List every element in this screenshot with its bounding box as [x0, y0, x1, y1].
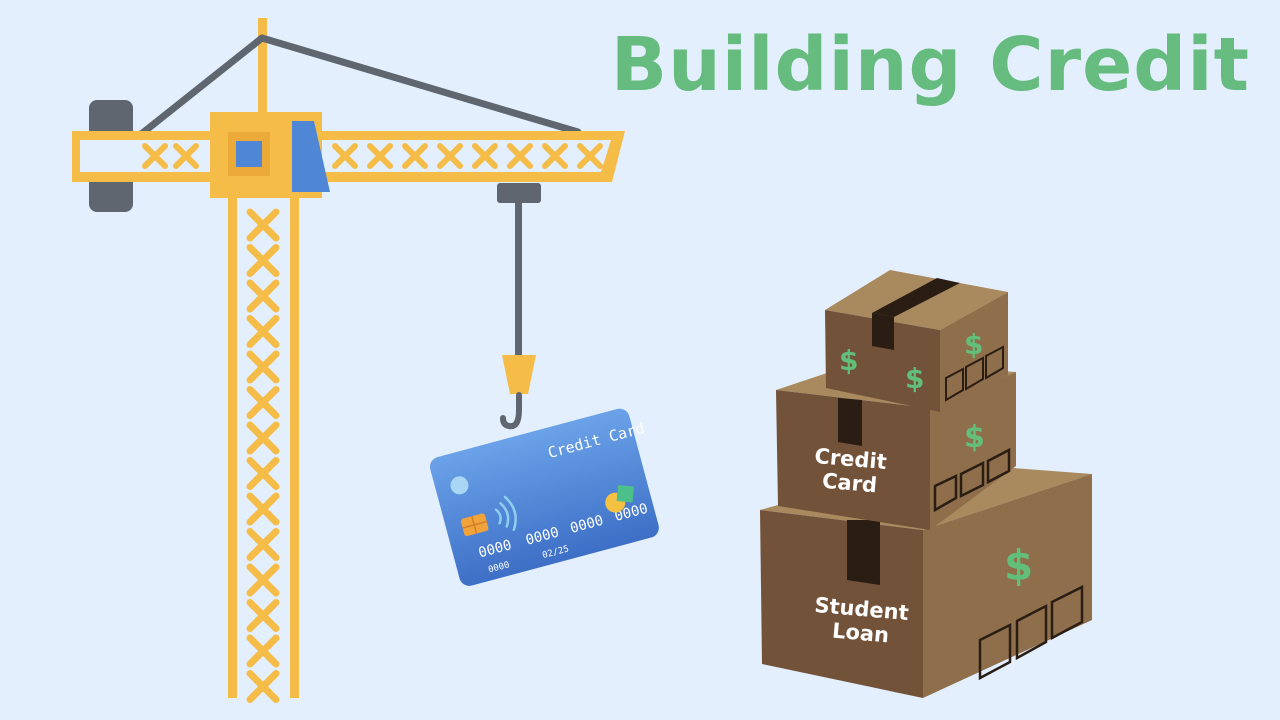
tower-brace — [246, 421, 280, 455]
crane-cable-left — [136, 34, 266, 139]
credit-card: Credit Card 0000 0000 0000 0000 0000 02/… — [429, 408, 659, 586]
tower-brace — [246, 599, 280, 632]
dollar-sign: $ — [964, 420, 985, 455]
jib-brace — [472, 143, 498, 169]
tower-brace — [246, 279, 280, 313]
crane-jib — [72, 131, 625, 182]
chip-icon — [460, 513, 489, 537]
tower-brace — [246, 528, 280, 561]
tower-brace — [246, 670, 280, 703]
jib-brace — [542, 143, 568, 169]
jib-brace — [402, 143, 428, 169]
box-handle-marks — [978, 584, 1084, 681]
box-tape — [872, 313, 894, 350]
box-label-line2: Card — [821, 469, 878, 498]
dollar-sign: $ — [905, 362, 924, 395]
page-title: Building Credit — [610, 22, 1250, 108]
tower-brace — [246, 244, 280, 277]
jib-brace — [507, 143, 533, 169]
box-tape — [872, 278, 960, 317]
tower-brace — [246, 457, 280, 490]
card-body — [429, 408, 659, 586]
box-tape — [847, 520, 880, 585]
box-handle-marks — [933, 447, 1011, 513]
tower-brace — [246, 386, 280, 419]
tower-brace — [246, 492, 280, 526]
jib-brace — [577, 143, 603, 169]
dollar-sign: $ — [1004, 541, 1033, 590]
jib-brace — [142, 143, 168, 169]
jib-brace — [332, 143, 358, 169]
dollar-sign: $ — [964, 328, 983, 361]
crane-cab — [210, 112, 330, 198]
jib-brace — [437, 143, 463, 169]
tower-brace — [246, 208, 280, 242]
box-tape — [838, 398, 862, 446]
tower-brace — [246, 350, 280, 384]
crane-hook — [497, 183, 541, 430]
card-dot-icon — [450, 476, 469, 495]
crane-mast-pole — [258, 18, 267, 118]
jib-brace — [367, 143, 393, 169]
crane-cable-right — [258, 34, 582, 136]
box-handle-marks — [945, 345, 1004, 402]
crane-tower — [228, 195, 299, 703]
dollar-sign: $ — [839, 344, 858, 377]
box-top: $ $ $ — [825, 270, 1008, 412]
crane — [72, 18, 625, 703]
tower-brace — [246, 315, 280, 348]
contactless-icon — [494, 495, 517, 532]
card-brand-icon — [605, 485, 634, 513]
jib-brace — [173, 143, 199, 169]
tower-brace — [246, 634, 280, 668]
box-stack: Student Loan $ Credit Card $ — [760, 270, 1092, 698]
tower-brace — [246, 563, 280, 597]
box-label-line2: Loan — [831, 619, 890, 648]
